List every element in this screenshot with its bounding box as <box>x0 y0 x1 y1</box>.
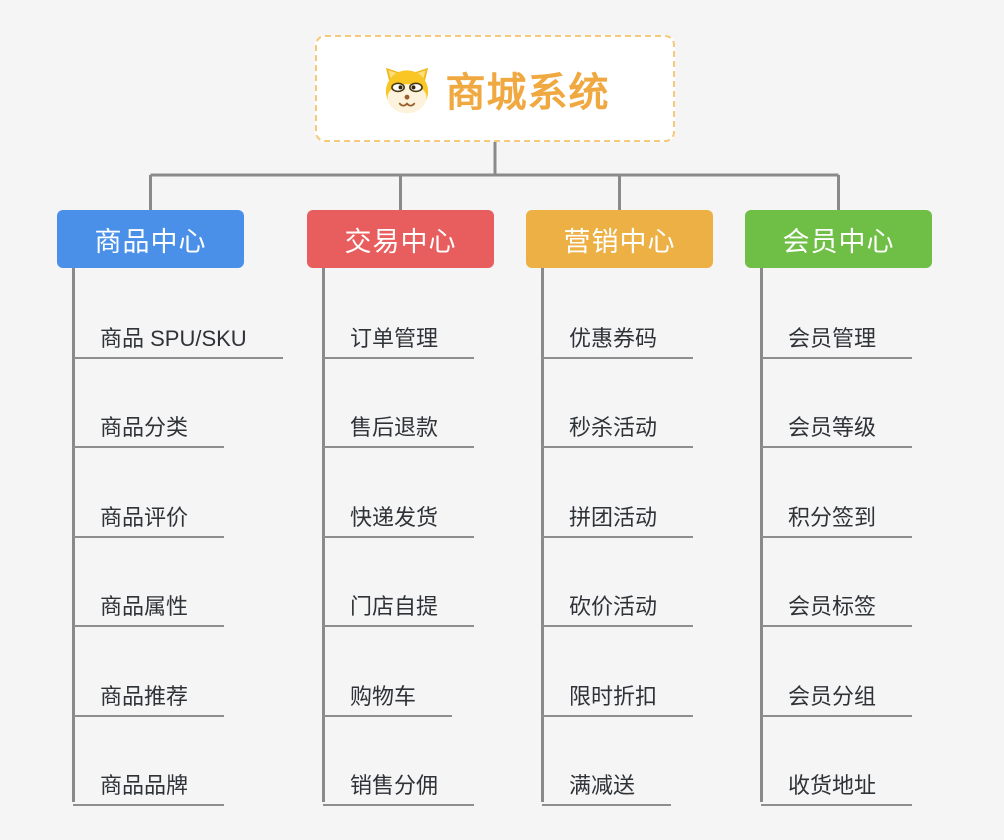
leaf-node[interactable]: 商品评价 <box>73 494 225 538</box>
branch-node-member[interactable]: 会员中心 <box>745 210 932 268</box>
branch-trunk-line <box>760 268 763 802</box>
leaf-node[interactable]: 限时折扣 <box>542 673 694 717</box>
leaf-node[interactable]: 会员标签 <box>761 583 913 627</box>
leaf-node[interactable]: 商品 SPU/SKU <box>73 315 283 359</box>
leaf-node[interactable]: 满减送 <box>542 762 672 806</box>
branch-trunk-line <box>541 268 544 802</box>
branch-column-member: 会员中心 会员管理 会员等级 积分签到 会员标签 会员分组 收货地址 <box>745 210 1004 810</box>
leaf-node[interactable]: 门店自提 <box>323 583 475 627</box>
leaf-node[interactable]: 秒杀活动 <box>542 404 694 448</box>
root-title: 商城系统 <box>445 70 610 115</box>
branch-column-product: 商品中心 商品 SPU/SKU 商品分类 商品评价 商品属性 商品推荐 商品品牌 <box>57 210 327 810</box>
branch-node-product[interactable]: 商品中心 <box>57 210 244 268</box>
leaf-node[interactable]: 商品推荐 <box>73 673 225 717</box>
branch-trunk-line <box>72 268 75 802</box>
leaf-node[interactable]: 会员管理 <box>761 315 913 359</box>
branch-node-trade[interactable]: 交易中心 <box>307 210 494 268</box>
leaf-node[interactable]: 会员等级 <box>761 404 913 448</box>
leaf-node[interactable]: 拼团活动 <box>542 494 694 538</box>
leaf-node[interactable]: 快递发货 <box>323 494 475 538</box>
branch-node-marketing[interactable]: 营销中心 <box>526 210 713 268</box>
branch-trunk-line <box>322 268 325 802</box>
branch-column-marketing: 营销中心 优惠券码 秒杀活动 拼团活动 砍价活动 限时折扣 满减送 <box>526 210 796 810</box>
leaf-node[interactable]: 订单管理 <box>323 315 475 359</box>
leaf-node[interactable]: 积分签到 <box>761 494 913 538</box>
branch-column-trade: 交易中心 订单管理 售后退款 快递发货 门店自提 购物车 销售分佣 <box>307 210 577 810</box>
leaf-node[interactable]: 商品品牌 <box>73 762 225 806</box>
leaf-node[interactable]: 售后退款 <box>323 404 475 448</box>
leaf-node[interactable]: 购物车 <box>323 673 453 717</box>
root-node[interactable]: 商城系统 <box>315 35 675 142</box>
leaf-node[interactable]: 商品属性 <box>73 583 225 627</box>
leaf-node[interactable]: 收货地址 <box>761 762 913 806</box>
dog-face-icon <box>385 67 428 113</box>
leaf-node[interactable]: 商品分类 <box>73 404 225 448</box>
leaf-node[interactable]: 会员分组 <box>761 673 913 717</box>
leaf-node[interactable]: 砍价活动 <box>542 583 694 627</box>
leaf-node[interactable]: 优惠券码 <box>542 315 694 359</box>
leaf-node[interactable]: 销售分佣 <box>323 762 475 806</box>
